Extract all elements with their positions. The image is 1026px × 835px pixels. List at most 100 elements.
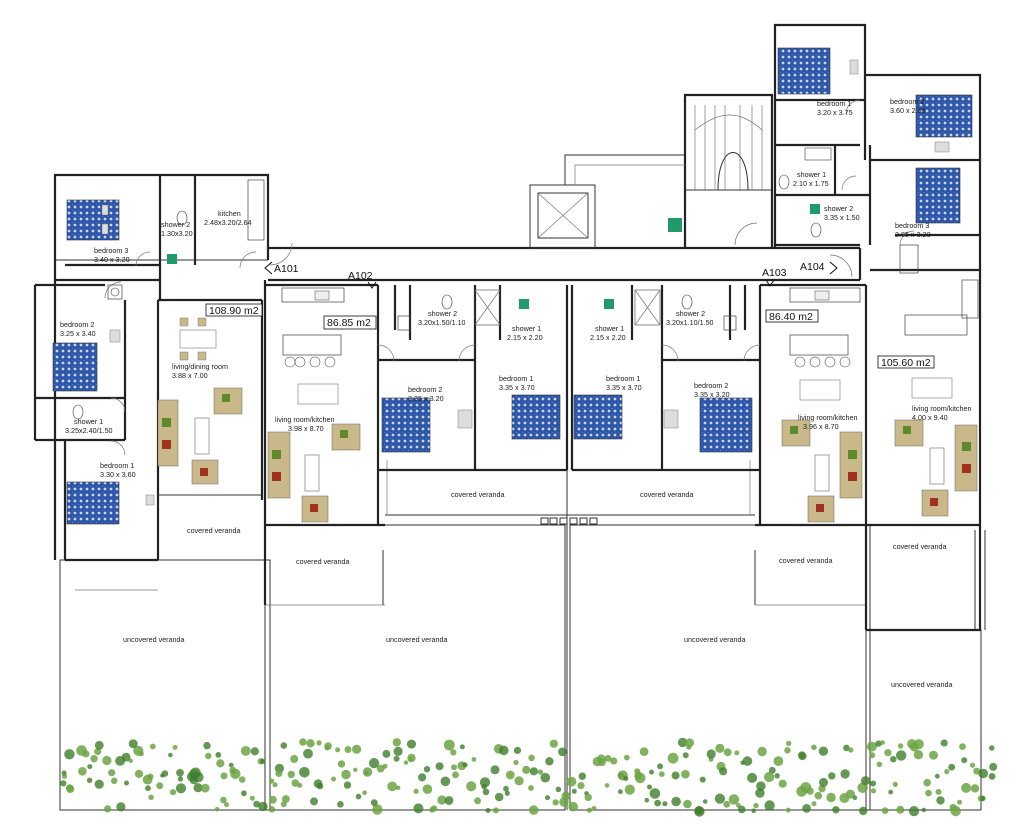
shrub (923, 778, 931, 787)
shrub (571, 788, 577, 794)
accessibility-icon (810, 204, 820, 214)
shrub (715, 743, 725, 754)
shrub (747, 772, 758, 783)
shrub (90, 755, 98, 763)
room-size: 3.35 x 3.70 (606, 383, 642, 392)
room-size: 2.48x3.20/2.64 (204, 218, 252, 227)
shrub (623, 776, 629, 781)
shrub (734, 750, 740, 756)
accessibility-icon (167, 254, 177, 264)
shrub (624, 784, 635, 795)
shrub (757, 746, 767, 757)
shrub (552, 799, 559, 806)
shrub (64, 749, 75, 760)
shrub (299, 767, 310, 778)
shrub (723, 800, 731, 808)
shrub (369, 758, 380, 769)
shrub (407, 739, 416, 749)
shrub (658, 771, 665, 777)
shrub (145, 785, 151, 792)
shrub (944, 769, 950, 775)
shrub (677, 737, 688, 748)
shrub (382, 749, 391, 758)
room-name: shower 2 (676, 309, 705, 318)
room-size: 3.20 x 3.75 (817, 108, 853, 117)
shrub (875, 740, 882, 747)
shrub (591, 806, 597, 811)
accessible-signs (167, 204, 820, 309)
shrub (492, 807, 499, 814)
shrub (291, 779, 300, 787)
shrub (596, 754, 606, 764)
shrub (443, 739, 455, 751)
shrub (310, 797, 318, 806)
shrub (499, 745, 509, 756)
shrub (268, 778, 275, 784)
shrub (176, 768, 184, 777)
shrub (94, 779, 104, 789)
shrub (168, 752, 173, 758)
unit-area: 86.85 m2 (327, 317, 371, 329)
shrub (444, 796, 454, 805)
shrub (86, 777, 93, 783)
room-name: shower 1 (797, 170, 826, 179)
shrub (61, 770, 67, 776)
room-name: kitchen (218, 209, 241, 218)
shrub (989, 762, 998, 771)
uncovered-veranda-label: uncovered veranda (891, 680, 953, 689)
shrub (685, 738, 695, 748)
shrub (413, 803, 424, 814)
shrub (474, 797, 482, 805)
shrub (353, 767, 358, 772)
shrub (272, 782, 278, 788)
shrub (466, 781, 477, 792)
uncovered-veranda-label: uncovered veranda (123, 635, 185, 644)
shrub (870, 780, 877, 787)
room-size: 2.15 x 2.20 (507, 333, 543, 342)
shrub (437, 795, 447, 805)
shrub (485, 808, 491, 813)
room-name: bedroom 1 (606, 374, 640, 383)
shrub (331, 776, 336, 782)
shrub (584, 793, 592, 802)
room-name: living room/kitchen (912, 404, 972, 413)
shrub (104, 805, 112, 813)
shrub (913, 739, 924, 750)
unit-id: A104 (800, 261, 825, 273)
room-size: 3.35 x 3.70 (499, 383, 535, 392)
shrub (568, 801, 578, 812)
room-name: shower 1 (595, 324, 624, 333)
accessibility-icon (519, 299, 529, 309)
shrub (241, 790, 247, 797)
shrub (706, 749, 716, 759)
shrub (559, 797, 569, 807)
shrub (324, 745, 330, 751)
shrub (811, 744, 817, 751)
fixtures (72, 147, 979, 420)
unit-area: 105.60 m2 (881, 357, 931, 369)
room-size: 3.60 x 2.95 (890, 106, 926, 115)
unit-id: A102 (348, 270, 373, 282)
shrub (423, 766, 431, 773)
vegetation-hedge (60, 737, 998, 817)
shrub (494, 792, 504, 802)
shrub (604, 783, 610, 788)
shrub (848, 747, 854, 753)
shrub (537, 769, 544, 775)
room-size: 3.96 x 8.70 (803, 422, 839, 431)
shrub (961, 757, 968, 764)
shrub (200, 783, 210, 793)
shrub (764, 771, 775, 783)
shrub (275, 769, 283, 778)
shrub (503, 785, 509, 792)
shrub (513, 759, 519, 766)
shrub (935, 788, 942, 795)
shrub (699, 776, 706, 783)
shrub (681, 769, 690, 779)
shrub (306, 739, 315, 748)
unit-labels: A101 A102 A103 A104 108.90 m2 86.85 m2 8… (205, 261, 935, 369)
shrub (172, 744, 178, 750)
shrub (657, 763, 664, 770)
shrub (852, 795, 858, 800)
shrub (316, 740, 322, 746)
